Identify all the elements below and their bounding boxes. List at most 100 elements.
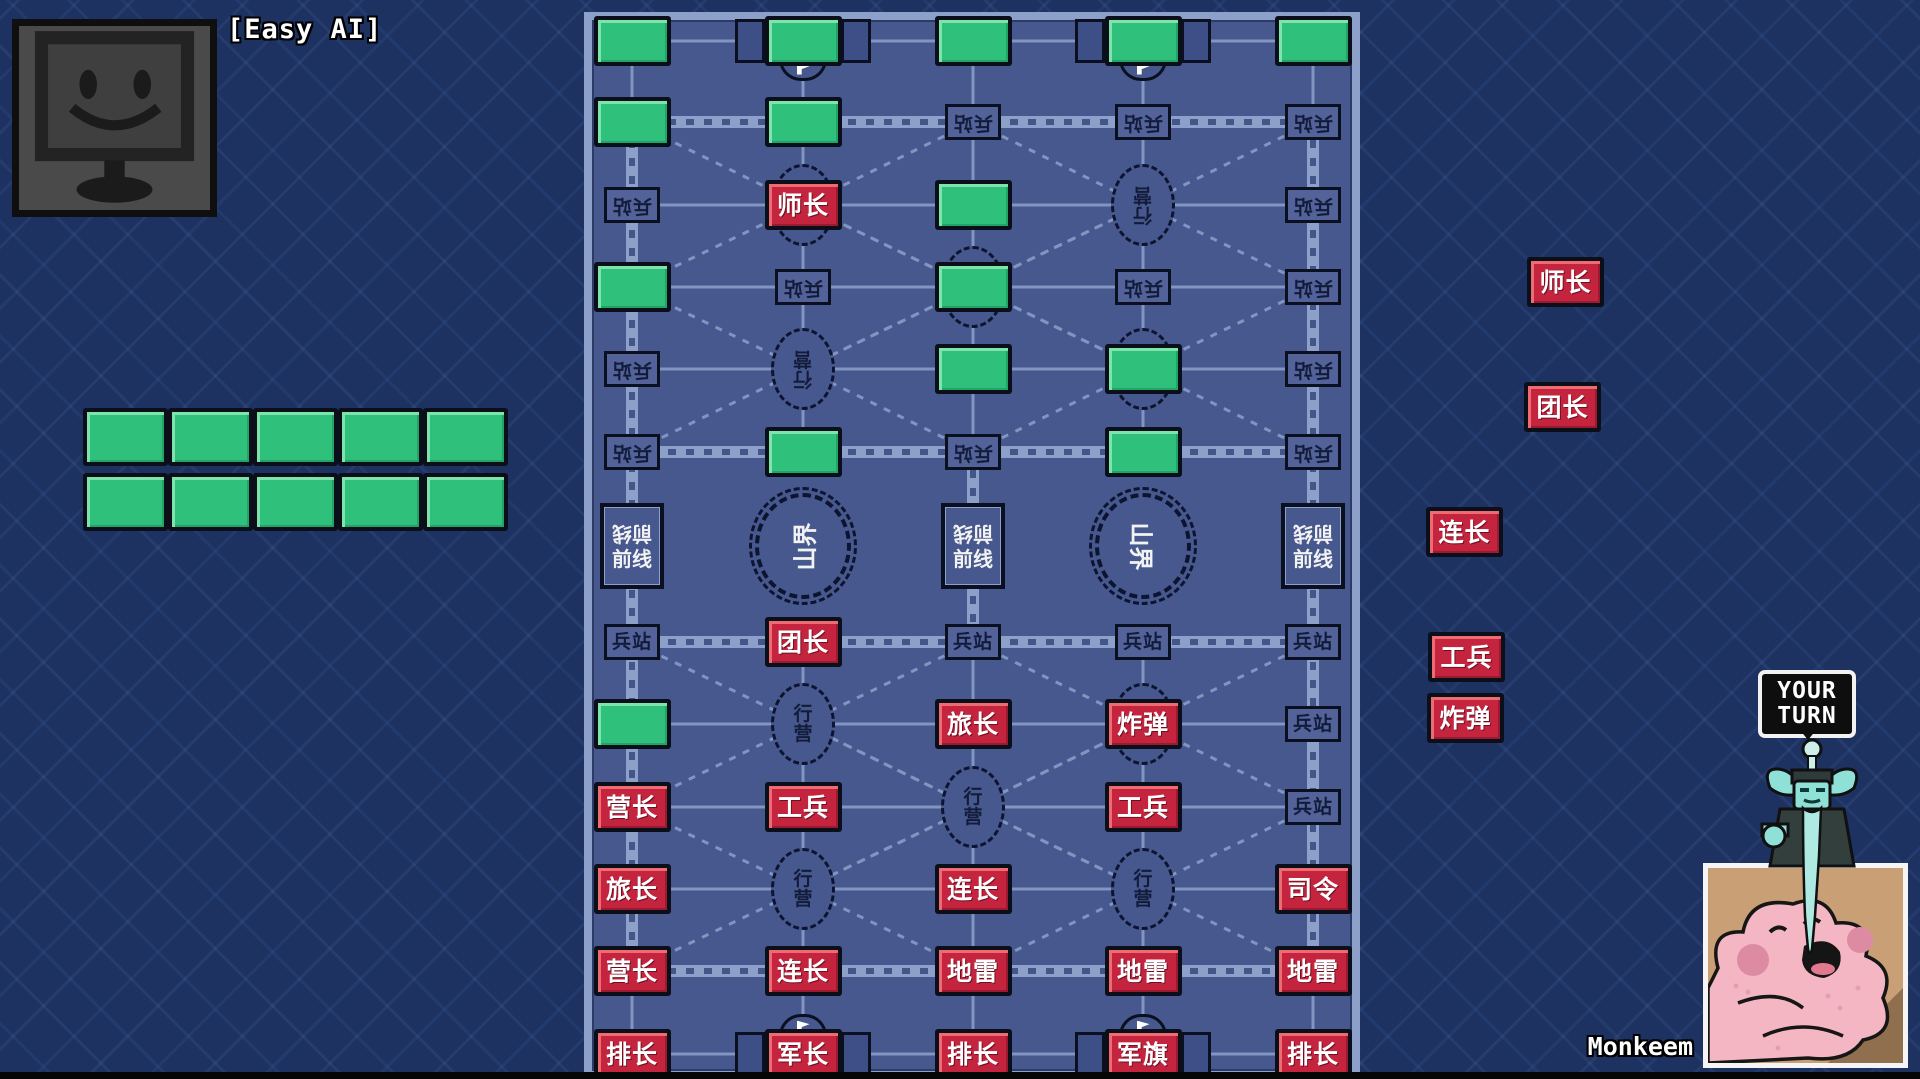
piece-label: 团长 [776,627,829,657]
mountain: 山界 [749,487,857,605]
lost-piece: 团长 [1524,382,1601,432]
green-piece[interactable] [1104,427,1182,477]
station-text: 兵站 [782,276,823,299]
green-piece[interactable] [1274,16,1352,66]
captured-green-piece [423,473,508,531]
station-label[interactable]: 兵站 [604,187,660,223]
red-piece[interactable]: 团长 [764,617,842,667]
station-label[interactable]: 兵站 [604,434,660,470]
frontline-spot[interactable]: 前线前线 [600,503,664,589]
station-text: 兵站 [952,111,993,134]
red-piece[interactable]: 工兵 [764,782,842,832]
red-piece[interactable]: 工兵 [1104,782,1182,832]
station-label[interactable]: 兵站 [945,104,1001,140]
green-piece[interactable] [593,97,671,147]
station-label[interactable]: 兵站 [1285,104,1341,140]
green-piece[interactable] [1104,16,1182,66]
red-piece[interactable]: 旅长 [934,699,1012,749]
piece-label: 地雷 [946,956,999,986]
camp-spot[interactable]: 行营 [771,683,835,765]
green-piece[interactable] [934,16,1012,66]
station-text: 兵站 [1292,795,1333,818]
green-piece[interactable] [764,16,842,66]
piece-label: 排长 [605,1039,658,1069]
camp-spot[interactable]: 行营 [941,766,1005,848]
lost-piece: 师长 [1527,257,1604,307]
station-label[interactable]: 兵站 [1115,624,1171,660]
red-piece[interactable]: 师长 [764,180,842,230]
station-label[interactable]: 兵站 [1285,706,1341,742]
hq-tab [1181,19,1211,63]
camp-spot[interactable]: 行营 [771,328,835,410]
red-piece[interactable]: 连长 [764,946,842,996]
captured-green-piece [423,408,508,466]
red-piece[interactable]: 连长 [934,864,1012,914]
green-piece[interactable] [1104,344,1182,394]
station-label[interactable]: 兵站 [1285,624,1341,660]
piece-label: 司令 [1286,874,1339,904]
frontline-text: 前线 [953,521,993,546]
red-piece[interactable]: 地雷 [1104,946,1182,996]
red-piece[interactable]: 排长 [1274,1029,1352,1079]
station-text: 兵站 [1292,630,1333,653]
station-label[interactable]: 兵站 [1285,351,1341,387]
green-piece[interactable] [593,16,671,66]
camp-text: 行营 [1133,184,1153,226]
station-label[interactable]: 兵站 [1285,434,1341,470]
hq-tab [841,19,871,63]
red-piece[interactable]: 炸弹 [1104,699,1182,749]
station-label[interactable]: 兵站 [1115,269,1171,305]
camp-text: 行营 [1133,868,1153,910]
frontline-text: 前线 [612,546,652,571]
camp-text: 行营 [793,348,813,390]
green-piece[interactable] [934,344,1012,394]
frontline-text: 前线 [953,546,993,571]
piece-label: 工兵 [776,792,829,822]
red-piece[interactable]: 营长 [593,946,671,996]
hq-tab [1181,1032,1211,1076]
captured-green-piece [168,473,253,531]
green-piece[interactable] [934,180,1012,230]
red-piece[interactable]: 军长 [764,1029,842,1079]
camp-spot[interactable]: 行营 [1111,164,1175,246]
turn-indicator-bubble: YOUR TURN [1758,670,1856,740]
red-piece[interactable]: 排长 [593,1029,671,1079]
player-name-label: Monkeem [1587,1032,1693,1061]
red-piece[interactable]: 司令 [1274,864,1352,914]
captured-green-piece [253,408,338,466]
frontline-spot[interactable]: 前线前线 [1281,503,1345,589]
station-text: 兵站 [1292,712,1333,735]
station-label[interactable]: 兵站 [945,624,1001,660]
green-piece[interactable] [593,262,671,312]
camp-spot[interactable]: 行营 [771,848,835,930]
red-piece[interactable]: 旅长 [593,864,671,914]
station-label[interactable]: 兵站 [604,351,660,387]
red-piece[interactable]: 军旗 [1104,1029,1182,1079]
green-piece[interactable] [934,262,1012,312]
station-label[interactable]: 兵站 [1115,104,1171,140]
piece-label: 营长 [605,956,658,986]
red-piece[interactable]: 地雷 [1274,946,1352,996]
red-piece[interactable]: 营长 [593,782,671,832]
camp-spot[interactable]: 行营 [1111,848,1175,930]
station-label[interactable]: 兵站 [1285,789,1341,825]
camp-text: 行营 [793,703,813,745]
green-piece[interactable] [764,97,842,147]
station-label[interactable]: 兵站 [945,434,1001,470]
station-label[interactable]: 兵站 [1285,269,1341,305]
station-label[interactable]: 兵站 [1285,187,1341,223]
turn-line-1: YOUR [1777,678,1837,704]
piece-label: 旅长 [605,874,658,904]
station-label[interactable]: 兵站 [775,269,831,305]
frontline-spot[interactable]: 前线前线 [941,503,1005,589]
station-label[interactable]: 兵站 [604,624,660,660]
station-text: 兵站 [1292,441,1333,464]
piece-label: 旅长 [946,709,999,739]
green-piece[interactable] [593,699,671,749]
green-piece[interactable] [764,427,842,477]
station-text: 兵站 [1292,111,1333,134]
hq-tab [735,1032,765,1076]
red-piece[interactable]: 地雷 [934,946,1012,996]
